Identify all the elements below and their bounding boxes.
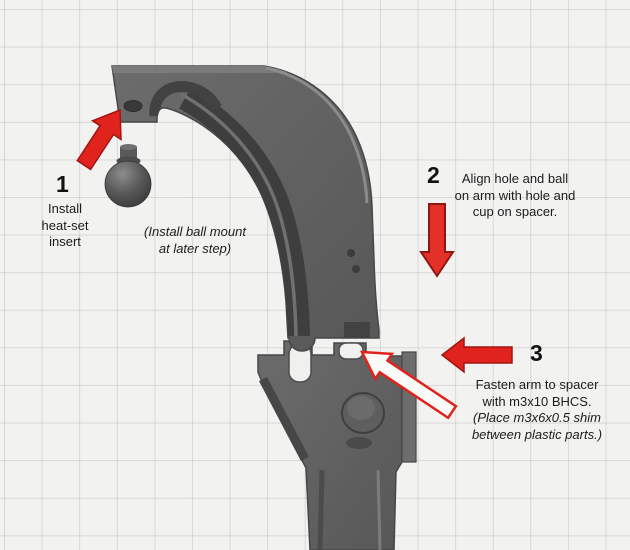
step1-line3: insert bbox=[49, 234, 81, 249]
step3-note-line2: between plastic parts.) bbox=[471, 426, 603, 442]
step1-line2: heat-set bbox=[41, 217, 89, 233]
step2-text: Align hole and ball on arm with hole and… bbox=[449, 171, 581, 221]
arm-part bbox=[111, 65, 380, 352]
ball-mount-note: (Install ball mount at later step) bbox=[126, 224, 264, 257]
step3-note-line1: (Place m3x6x0.5 shim bbox=[473, 410, 601, 425]
step3-line1: Fasten arm to spacer bbox=[475, 377, 599, 392]
arrow-up-right-icon bbox=[76, 108, 122, 171]
step2-line3: cup on spacer. bbox=[472, 204, 558, 219]
heat-set-insert-hole bbox=[123, 100, 143, 112]
step2-line1: Align hole and ball bbox=[461, 171, 569, 186]
ball-note-line2: at later step) bbox=[158, 240, 232, 256]
step1-text: Install heat-set insert bbox=[25, 201, 105, 251]
step2-number: 2 bbox=[427, 162, 440, 188]
arrow-left-icon bbox=[440, 336, 513, 374]
step2-line2: on arm with hole and bbox=[454, 187, 576, 203]
spacer-part bbox=[257, 340, 417, 550]
step3-line2: with m3x10 BHCS. bbox=[482, 393, 592, 409]
arrow-up-left-outline-icon bbox=[359, 350, 458, 420]
step1-line1: Install bbox=[48, 201, 82, 216]
step3-number: 3 bbox=[530, 340, 543, 366]
step1-number: 1 bbox=[56, 171, 69, 197]
arm-recess bbox=[344, 322, 370, 338]
ball-mount bbox=[104, 144, 152, 208]
ball-cup-hole bbox=[338, 342, 364, 360]
step3-text: Fasten arm to spacer with m3x10 BHCS. (P… bbox=[455, 377, 619, 443]
arrow-down-icon bbox=[419, 203, 455, 278]
ball-note-line1: (Install ball mount bbox=[144, 224, 246, 239]
